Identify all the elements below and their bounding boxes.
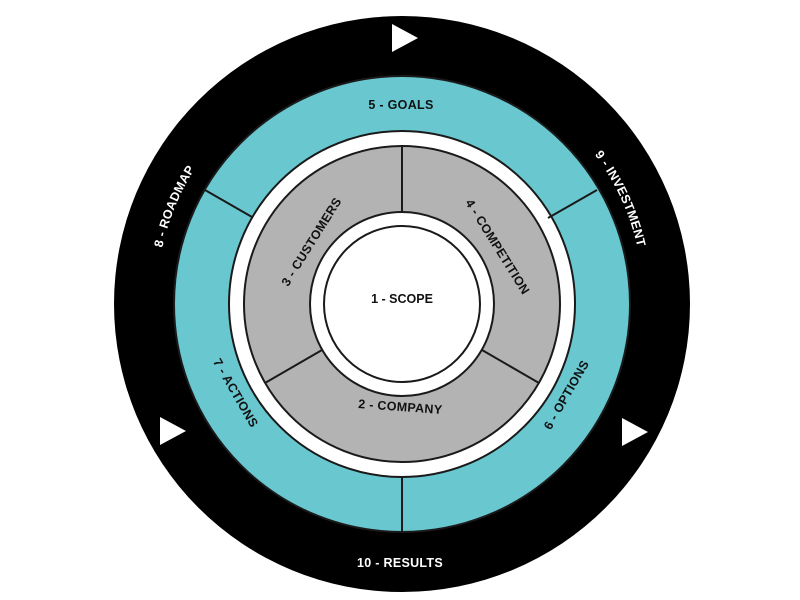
- goals-label: 5 - GOALS: [368, 98, 433, 112]
- results-label: 10 - RESULTS: [357, 556, 443, 570]
- divider-company-competition: [481, 349, 540, 384]
- divider-goals-options: [547, 189, 598, 219]
- divider-goals-actions: [204, 189, 253, 218]
- core-circle: [323, 225, 481, 383]
- divider-customers-company: [264, 349, 323, 384]
- play-triangle-icon: [622, 418, 648, 446]
- company-label: 2 - COMPANY: [358, 397, 443, 417]
- scope-label: 1 - SCOPE: [371, 292, 433, 306]
- play-triangle-icon: [160, 417, 186, 445]
- play-triangle-icon: [392, 24, 418, 52]
